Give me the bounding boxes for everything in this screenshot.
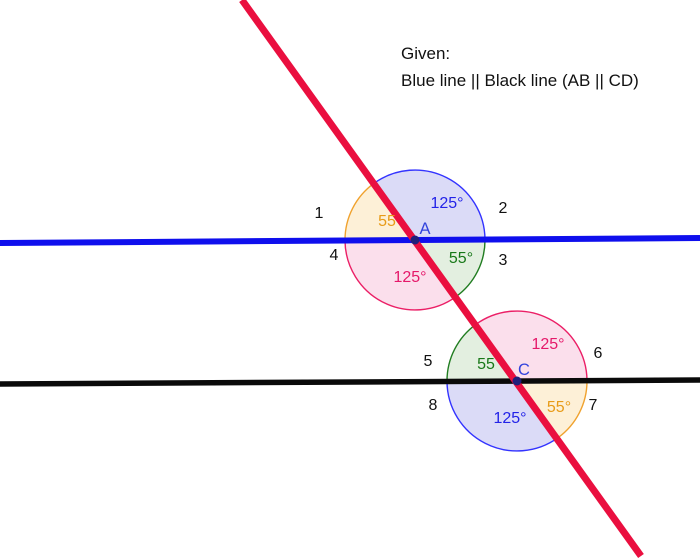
region-label-2: 2	[499, 200, 508, 217]
sector-a-bottom-left-125	[344, 239, 457, 311]
region-label-3: 3	[499, 252, 508, 269]
angle-label-c-bottom-right: 55°	[547, 399, 571, 416]
sector-a-top-right-125	[373, 169, 486, 241]
region-label-7: 7	[589, 397, 598, 414]
given-statement: Given: Blue line || Black line (AB || CD…	[401, 40, 639, 94]
angle-label-c-bottom-left: 125°	[493, 410, 526, 427]
angle-label-a-bottom-right: 55°	[449, 250, 473, 267]
point-a-label: A	[419, 220, 430, 238]
given-condition: Blue line || Black line (AB || CD)	[401, 71, 639, 90]
angle-label-a-top-right: 125°	[430, 195, 463, 212]
region-label-5: 5	[424, 353, 433, 370]
region-label-6: 6	[594, 345, 603, 362]
sector-c-top-right-125	[475, 310, 588, 382]
sector-c-bottom-left-125	[446, 380, 559, 452]
angle-label-c-top-left: 55	[477, 356, 495, 373]
black-line-cd[interactable]	[0, 377, 700, 387]
red-transversal-line[interactable]	[239, 0, 644, 559]
region-label-4: 4	[330, 247, 339, 264]
region-label-1: 1	[315, 205, 324, 222]
angle-label-a-top-left: 55	[378, 213, 396, 230]
point-c-label: C	[518, 361, 530, 379]
angle-label-a-bottom-left: 125°	[393, 269, 426, 286]
point-a-dot[interactable]	[410, 235, 420, 245]
angle-label-c-top-right: 125°	[531, 336, 564, 353]
region-label-8: 8	[429, 397, 438, 414]
blue-line-ab[interactable]	[0, 235, 700, 246]
given-title: Given:	[401, 44, 451, 63]
point-c-dot[interactable]	[512, 376, 522, 386]
